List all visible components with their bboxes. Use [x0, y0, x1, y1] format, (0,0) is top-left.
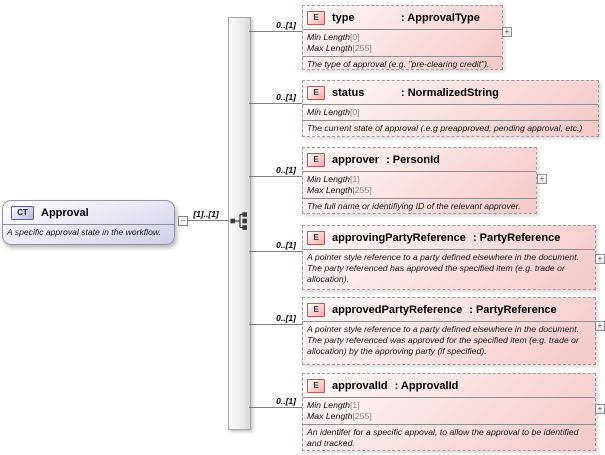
complextype-approval-node[interactable]: CT Approval A specific approval state in…	[2, 200, 175, 245]
element-node-type[interactable]: E type : ApprovalType Min Length [0] Max…	[302, 5, 503, 70]
cardinality-label: 0..[1]	[276, 240, 296, 250]
connector-line	[249, 31, 302, 32]
connector-line	[249, 251, 302, 252]
facet-row: Max Length [255]	[307, 411, 591, 422]
facet-label: Min Length	[307, 400, 350, 410]
element-node-approvalid[interactable]: E approvalId : ApprovalId Min Length [1]…	[302, 373, 596, 451]
facet-value: [1]	[349, 400, 360, 410]
facet-value: [255]	[352, 411, 372, 421]
cardinality-label: 0..[1]	[276, 313, 296, 323]
element-name: approvedPartyReference	[332, 304, 463, 316]
element-description: A pointer style reference to a party def…	[303, 321, 595, 359]
cardinality-label: [1]..[1]	[193, 209, 219, 219]
element-description: A pointer style reference to a party def…	[303, 249, 595, 287]
element-description: The full name or identifiying ID of the …	[303, 198, 536, 213]
cardinality-label: 0..[1]	[276, 20, 296, 30]
element-type: : PartyReference	[472, 232, 561, 244]
sequence-icon	[230, 212, 248, 230]
connector-line	[249, 176, 302, 177]
element-header: E type : ApprovalType	[303, 6, 502, 29]
element-header: E approvedPartyReference : PartyReferenc…	[303, 298, 595, 321]
expand-button[interactable]: +	[595, 254, 605, 264]
element-header: E approver : PersonId	[303, 148, 536, 171]
element-badge: E	[307, 379, 325, 393]
expand-button[interactable]: +	[537, 174, 547, 184]
element-type: : ApprovalId	[394, 380, 459, 392]
element-type: : PersonId	[386, 154, 440, 166]
expand-button[interactable]: +	[502, 27, 512, 37]
facet-label: Min Length	[307, 174, 350, 184]
facet-row: Min Length [0]	[307, 107, 594, 118]
facet-list: Min Length [1] Max Length [255]	[303, 397, 595, 424]
facet-value: [255]	[352, 43, 372, 53]
element-description: An identifer for a specific appoval, to …	[303, 424, 595, 450]
connector-line	[187, 220, 228, 221]
facet-value: [255]	[352, 185, 372, 195]
element-header: E approvingPartyReference : PartyReferen…	[303, 226, 595, 249]
connector-line	[249, 407, 302, 408]
facet-value: [0]	[349, 32, 360, 42]
complextype-badge: CT	[11, 206, 34, 220]
facet-value: [1]	[349, 174, 360, 184]
facet-value: [0]	[349, 107, 360, 117]
facet-row: Max Length [255]	[307, 43, 498, 54]
element-name: approver	[332, 154, 380, 166]
facet-row: Min Length [1]	[307, 400, 591, 411]
element-name: approvalId	[332, 380, 388, 392]
facet-label: Max Length	[307, 43, 353, 53]
facet-row: Min Length [0]	[307, 32, 498, 43]
facet-row: Min Length [1]	[307, 174, 532, 185]
element-node-status[interactable]: E status : NormalizedString Min Length […	[302, 80, 599, 137]
facet-list: Min Length [0]	[303, 104, 598, 120]
element-type: : ApprovalType	[401, 12, 480, 24]
element-badge: E	[307, 86, 325, 100]
facet-row: Max Length [255]	[307, 185, 532, 196]
facet-label: Max Length	[307, 411, 353, 421]
expand-button[interactable]: +	[595, 404, 605, 414]
cardinality-label: 0..[1]	[276, 92, 296, 102]
element-node-approvingpartyreference[interactable]: E approvingPartyReference : PartyReferen…	[302, 225, 596, 290]
facet-list: Min Length [0] Max Length [255]	[303, 29, 502, 56]
connector-line	[249, 324, 302, 325]
element-header: E status : NormalizedString	[303, 81, 598, 104]
facet-label: Max Length	[307, 185, 353, 195]
element-description: The type of approval (e.g. "pre-clearing…	[303, 56, 502, 69]
element-type: : NormalizedString	[401, 87, 499, 99]
element-node-approvedpartyreference[interactable]: E approvedPartyReference : PartyReferenc…	[302, 297, 596, 365]
element-badge: E	[307, 153, 325, 167]
element-node-approver[interactable]: E approver : PersonId Min Length [1] Max…	[302, 147, 537, 214]
collapse-toggle-icon[interactable]: –	[178, 216, 188, 226]
element-badge: E	[307, 11, 325, 25]
facet-label: Min Length	[307, 107, 350, 117]
element-type: : PartyReference	[469, 304, 557, 316]
cardinality-label: 0..[1]	[276, 396, 296, 406]
complextype-description: A specific approval state in the workflo…	[3, 224, 174, 239]
element-name: status	[332, 87, 365, 99]
expand-button[interactable]: +	[595, 321, 605, 331]
complextype-name: Approval	[41, 207, 89, 219]
connector-line	[249, 103, 302, 104]
element-badge: E	[307, 231, 325, 245]
element-description: The current state of approval (.e.g prea…	[303, 120, 598, 136]
element-name: approvingPartyReference	[332, 232, 466, 244]
element-name: type	[332, 12, 355, 24]
cardinality-label: 0..[1]	[276, 165, 296, 175]
element-badge: E	[307, 303, 325, 317]
facet-label: Min Length	[307, 32, 350, 42]
facet-list: Min Length [1] Max Length [255]	[303, 171, 536, 198]
element-header: E approvalId : ApprovalId	[303, 374, 595, 397]
complextype-header: CT Approval	[3, 201, 174, 223]
